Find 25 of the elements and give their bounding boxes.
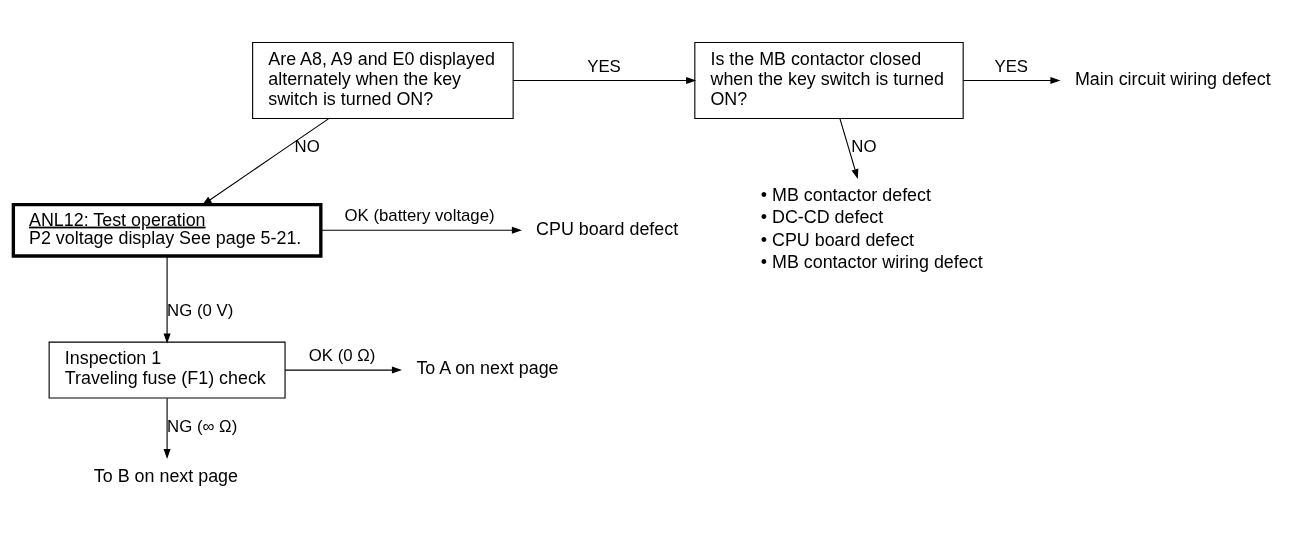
node-text: • MB contactor defect • DC-CD defect • CPU board defect • MB contactor wiring defect	[760, 185, 983, 273]
node-text: CPU board defect	[536, 218, 679, 239]
arrow	[163, 255, 171, 344]
arrow	[512, 76, 697, 84]
node-box: Are A8, A9 and E0 displayed alternately when the key switch is turned ON?	[252, 41, 514, 120]
edge-label: NO	[851, 137, 877, 157]
edge-label: NO	[294, 137, 320, 157]
node-text: To B on next page	[93, 465, 238, 486]
edge-label: OK (0 Ω)	[308, 346, 376, 366]
arrow	[320, 226, 522, 234]
arrow	[284, 366, 402, 374]
node-text: Main circuit wiring defect	[1074, 68, 1271, 89]
arrow	[963, 76, 1061, 84]
edge-label: YES	[587, 56, 621, 76]
edge-label: NG (0 V)	[167, 301, 234, 321]
arrow	[163, 397, 171, 459]
arrow	[839, 118, 859, 180]
node-box: Is the MB contactor closed when the key switch is turned ON?	[694, 41, 964, 120]
node-box: ANL12: Test operation P2 voltage display See page 5-21.	[11, 202, 323, 258]
node-text: To A on next page	[416, 358, 559, 379]
edge-label: YES	[994, 56, 1029, 76]
arrow	[201, 118, 329, 206]
edge-label: OK (battery voltage)	[344, 206, 495, 226]
node-box: Inspection 1 Traveling fuse (F1) check	[48, 341, 286, 399]
edge-label: NG (∞ Ω)	[167, 416, 238, 436]
